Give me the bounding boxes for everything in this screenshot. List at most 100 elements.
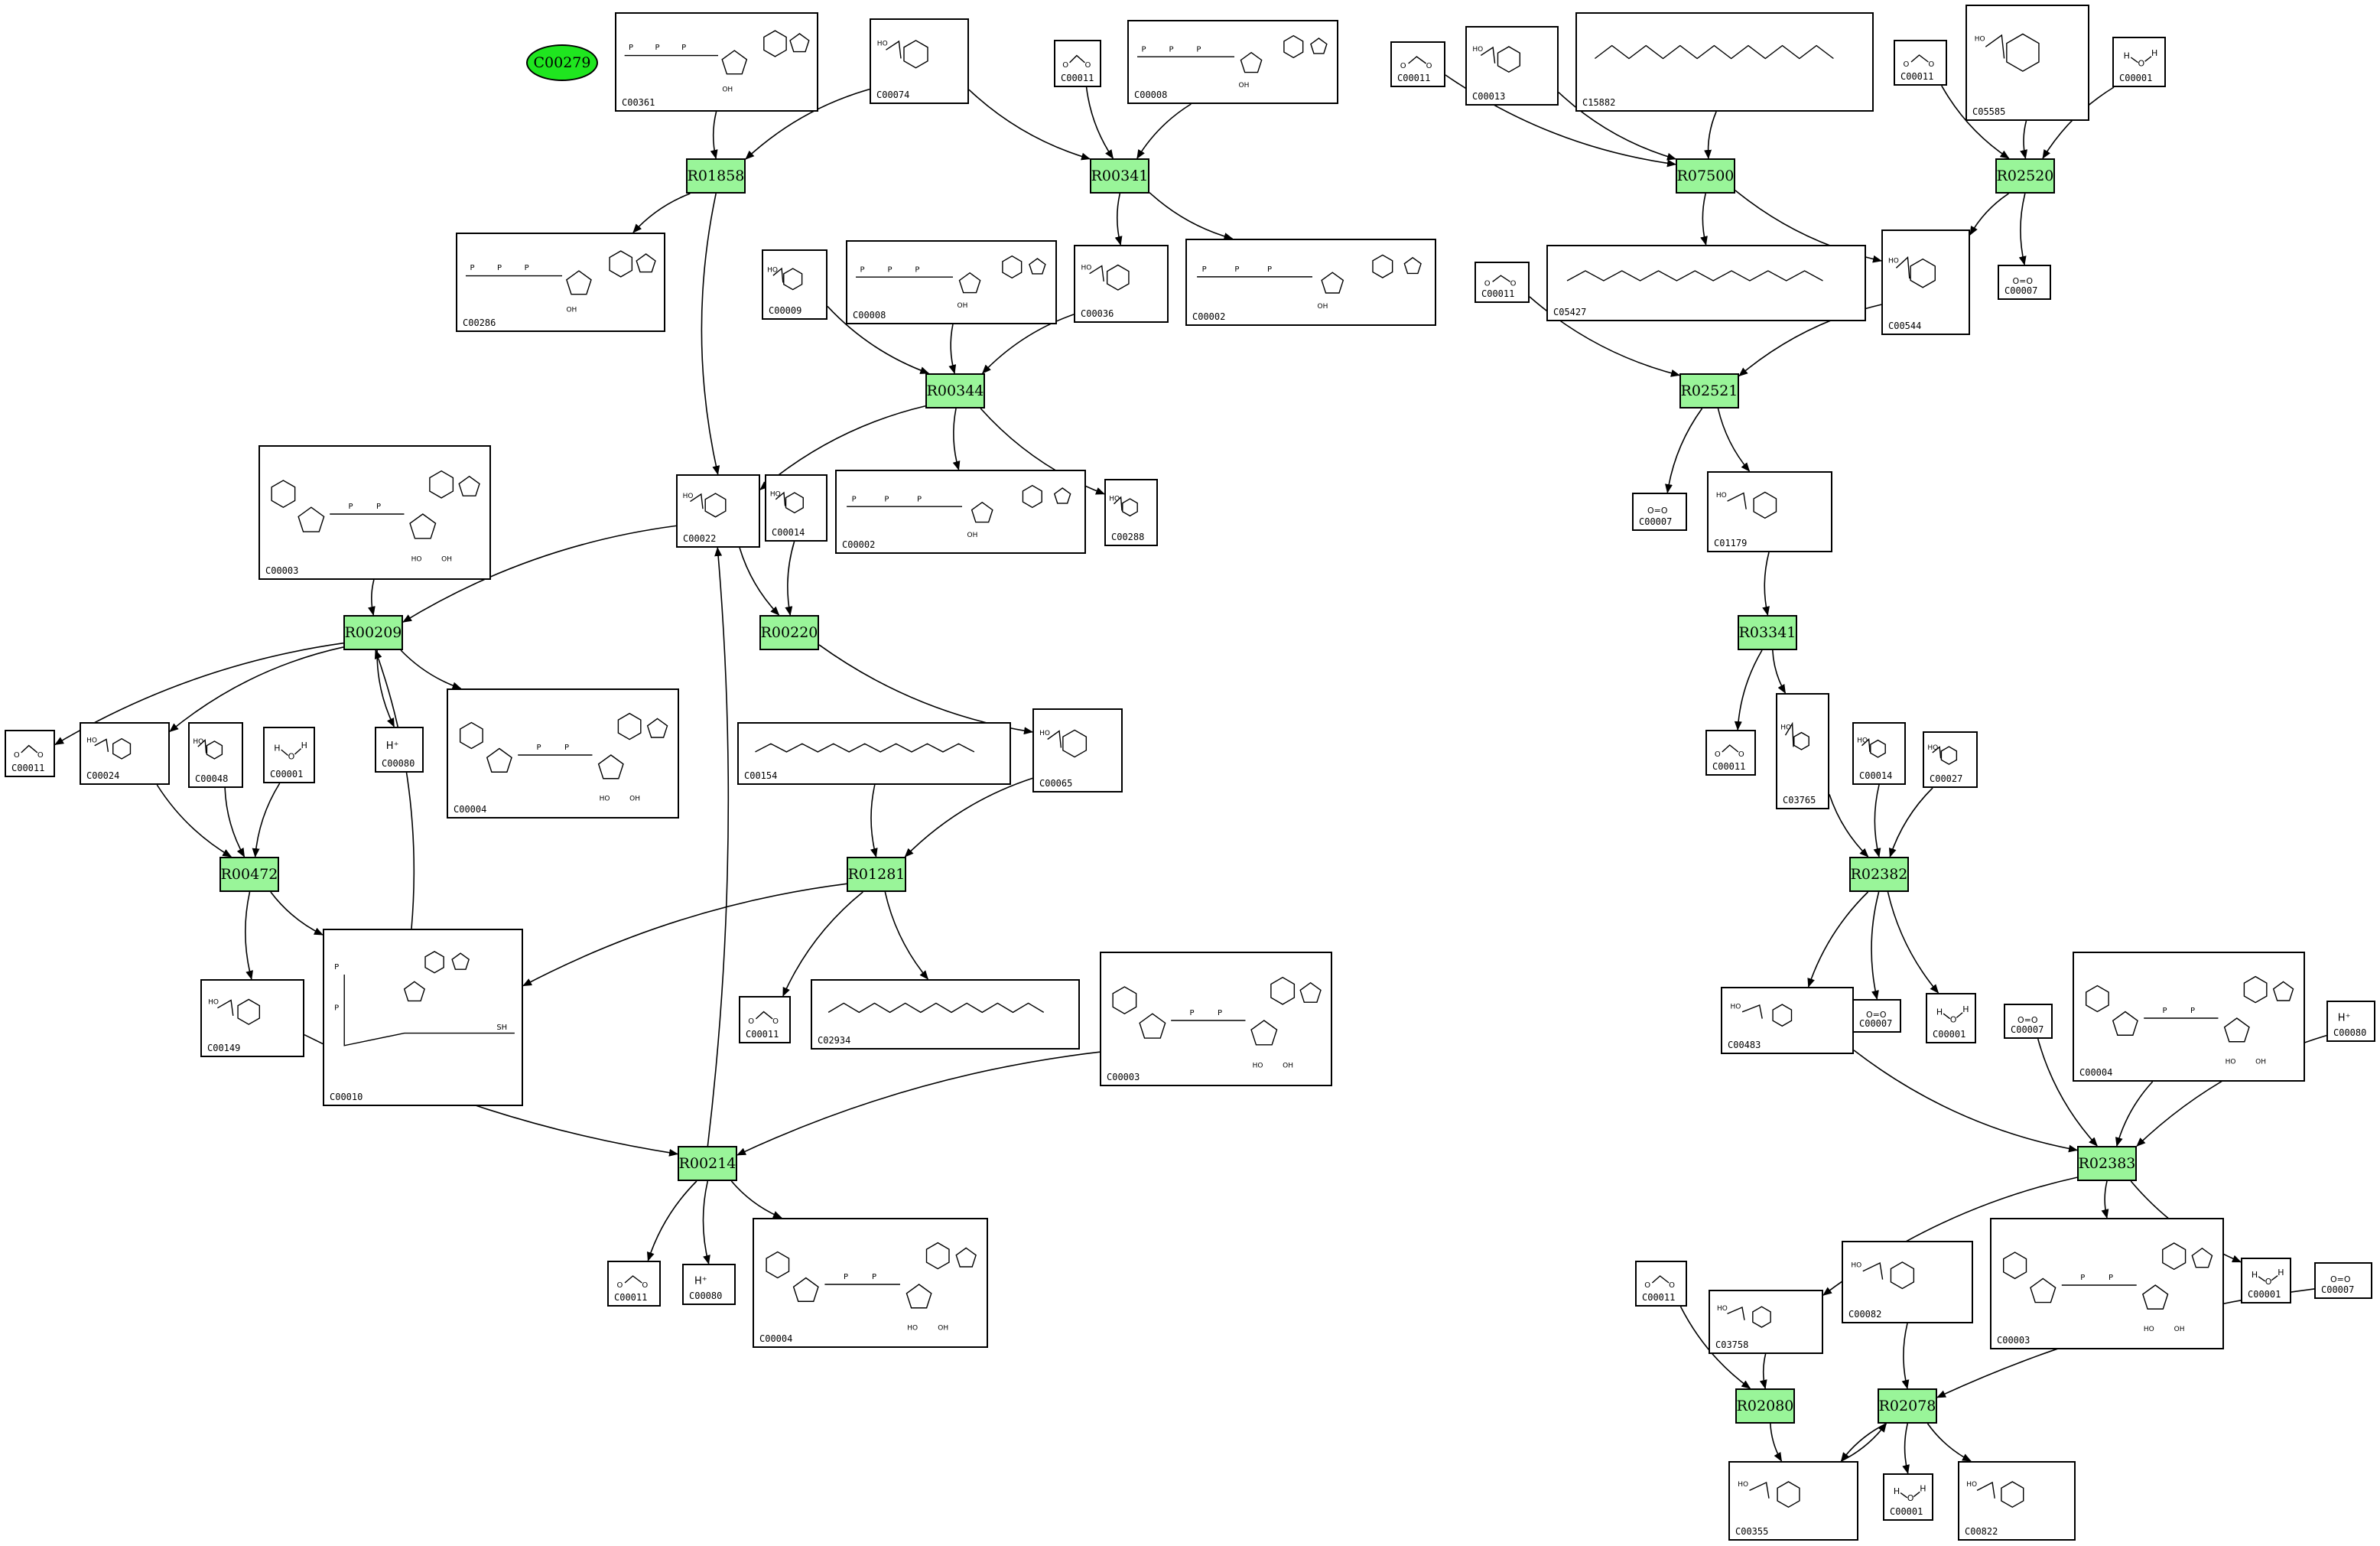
compound-box[interactable]: H⁺C00080 bbox=[682, 1264, 736, 1305]
svg-text:OH: OH bbox=[967, 532, 978, 539]
compound-box[interactable]: C02934 bbox=[811, 979, 1080, 1050]
reaction-edge bbox=[1807, 891, 1869, 988]
reaction-node[interactable]: R02078 bbox=[1878, 1388, 1937, 1424]
reaction-node[interactable]: R02382 bbox=[1849, 857, 1909, 892]
reaction-node[interactable]: R01858 bbox=[686, 158, 746, 194]
reaction-node[interactable]: R02080 bbox=[1735, 1388, 1795, 1424]
reaction-edge bbox=[827, 305, 930, 374]
reaction-edge bbox=[1840, 1423, 1887, 1462]
reaction-node[interactable]: R02521 bbox=[1679, 373, 1739, 408]
svg-text:O: O bbox=[1669, 1281, 1675, 1290]
svg-text:P: P bbox=[915, 266, 919, 275]
compound-box[interactable]: C15882 bbox=[1575, 12, 1874, 112]
compound-id: C00007 bbox=[1859, 1018, 1893, 1029]
reaction-node[interactable]: R01281 bbox=[847, 857, 906, 892]
compound-id: C00080 bbox=[2333, 1027, 2367, 1038]
reaction-edge bbox=[169, 646, 344, 732]
svg-text:P: P bbox=[349, 503, 353, 511]
reaction-node[interactable]: R03341 bbox=[1738, 615, 1797, 650]
reaction-node[interactable]: R07500 bbox=[1676, 158, 1735, 194]
svg-text:HO: HO bbox=[767, 267, 778, 275]
reaction-edge bbox=[904, 777, 1033, 858]
reaction-edge bbox=[707, 547, 730, 1147]
reaction-node[interactable]: R00209 bbox=[343, 615, 403, 650]
compound-id: C00011 bbox=[746, 1029, 779, 1040]
reaction-node[interactable]: R02520 bbox=[1995, 158, 2055, 194]
reaction-node[interactable]: R00344 bbox=[925, 373, 985, 408]
reaction-node[interactable]: R00220 bbox=[759, 615, 819, 650]
compound-box[interactable]: C00154 bbox=[737, 722, 1011, 785]
svg-text:HO: HO bbox=[1253, 1063, 1263, 1070]
reaction-node[interactable]: R00214 bbox=[678, 1146, 737, 1181]
highlighted-compound[interactable]: C00279 bbox=[526, 44, 598, 81]
svg-text:P: P bbox=[564, 744, 569, 752]
compound-box[interactable]: H⁺C00080 bbox=[2326, 1001, 2375, 1042]
svg-text:O: O bbox=[617, 1281, 623, 1290]
svg-text:P: P bbox=[1196, 46, 1201, 54]
reaction-node[interactable]: R00341 bbox=[1090, 158, 1149, 194]
reaction-node[interactable]: R00472 bbox=[219, 857, 279, 892]
svg-text:O=O: O=O bbox=[1647, 506, 1668, 516]
compound-box[interactable]: C05427 bbox=[1546, 245, 1866, 321]
compound-box[interactable]: H⁺C00080 bbox=[375, 727, 424, 773]
reaction-edge bbox=[1085, 86, 1114, 159]
reaction-node[interactable]: R02383 bbox=[2077, 1146, 2137, 1181]
reaction-edge bbox=[1762, 552, 1770, 616]
svg-text:HO: HO bbox=[2226, 1059, 2236, 1066]
